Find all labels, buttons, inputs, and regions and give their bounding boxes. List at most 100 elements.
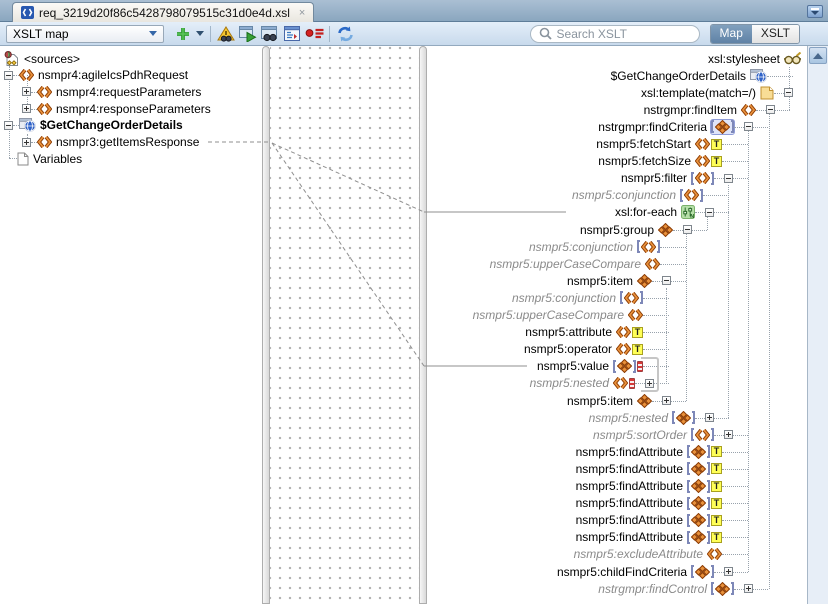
type-text-icon: T <box>711 531 722 543</box>
expand-icon[interactable] <box>724 430 733 440</box>
target-tree-node[interactable]: nstrgmpr:findControl <box>427 580 807 597</box>
repeat-bracket-icon <box>707 445 710 459</box>
target-tree-node[interactable]: nstrgmpr:findCriteria <box>427 118 807 135</box>
type-text-icon: T <box>711 463 722 475</box>
tree-guide-line <box>686 234 687 401</box>
test-map-button[interactable] <box>237 24 259 44</box>
svg-text:N: N <box>690 214 694 219</box>
collapse-icon[interactable] <box>744 122 753 132</box>
target-tree-node[interactable]: nsmpr5:item <box>427 392 807 409</box>
expand-icon[interactable] <box>724 567 733 576</box>
expand-icon[interactable] <box>22 137 31 147</box>
target-tree-node[interactable]: nsmpr5:childFindCriteria <box>427 563 807 580</box>
source-tree-node[interactable]: nsmpr4:agileIcsPdhRequest <box>4 67 188 84</box>
expand-icon[interactable] <box>22 104 31 114</box>
caret-icon <box>196 30 204 37</box>
collapse-icon[interactable] <box>705 207 714 217</box>
repeat-bracket-icon <box>613 359 616 373</box>
collapse-icon[interactable] <box>4 120 13 130</box>
search-input[interactable] <box>556 26 712 41</box>
source-tree-node[interactable]: nsmpr3:getItemsResponse <box>22 134 199 151</box>
target-tree-node[interactable]: nsmpr5:item <box>427 272 807 289</box>
toggle-xslt-button[interactable]: XSLT <box>751 24 799 43</box>
source-tree-node[interactable]: <sources> <box>4 50 80 67</box>
source-tree-node[interactable]: nsmpr4:requestParameters <box>22 83 201 100</box>
expand-icon[interactable] <box>744 584 753 594</box>
collapse-icon[interactable] <box>724 173 733 183</box>
tree-node-label: nstrgmpr:findControl <box>598 581 707 596</box>
document-tab[interactable]: req_3219d20f86c5428798079515c31d0e4d.xsl… <box>12 2 315 22</box>
refresh-button[interactable] <box>334 24 356 44</box>
target-tree-node[interactable]: nsmpr5:conjunction <box>427 238 807 255</box>
repeat-bracket-icon <box>711 582 714 596</box>
vertical-scrollbar[interactable] <box>807 46 828 604</box>
repeat-bracket-icon <box>687 530 690 544</box>
target-tree-node[interactable]: nsmpr5:excludeAttribute <box>427 546 807 563</box>
type-text-icon: T <box>711 480 722 492</box>
target-tree-node[interactable]: nsmpr5:nested <box>427 375 807 392</box>
repeat-bracket-icon <box>633 359 636 373</box>
target-tree-node[interactable]: xsl:stylesheet <box>427 50 807 67</box>
tab-list-chevron-button[interactable] <box>807 5 823 18</box>
target-tree-node[interactable]: nsmpr5:sortOrder <box>427 426 807 443</box>
tree-guide-line <box>769 114 770 589</box>
expand-icon[interactable] <box>645 378 654 388</box>
tree-node-label: nsmpr5:group <box>579 222 654 237</box>
map-type-select[interactable]: XSLT map <box>6 24 164 43</box>
target-tree-node[interactable]: xsl:template(match=/) <box>427 84 807 101</box>
tree-node-label: $GetChangeOrderDetails <box>40 118 183 133</box>
repeating-element-icon <box>691 461 706 476</box>
validate-map-button[interactable] <box>215 24 237 44</box>
source-tree-node[interactable]: $GetChangeOrderDetails <box>4 117 183 134</box>
repeat-bracket-icon <box>707 530 710 544</box>
source-tree-node[interactable]: nsmpr4:responseParameters <box>22 100 211 117</box>
collapse-icon[interactable] <box>766 105 775 115</box>
expand-icon[interactable] <box>705 413 714 423</box>
add-node-caret[interactable] <box>194 24 206 44</box>
scroll-up-button[interactable] <box>809 47 827 64</box>
collapse-icon[interactable] <box>662 276 671 286</box>
collapse-icon[interactable] <box>4 70 13 80</box>
target-tree-node[interactable]: nstrgmpr:findItem <box>427 101 807 118</box>
repeat-bracket-icon <box>707 513 710 527</box>
target-tree-node[interactable]: nsmpr5:conjunction <box>427 187 807 204</box>
collapse-icon[interactable] <box>683 225 692 234</box>
repeating-element-icon <box>617 359 632 374</box>
target-tree-node[interactable]: nsmpr5:conjunction <box>427 289 807 306</box>
breakpoints-button[interactable] <box>303 24 325 44</box>
target-tree-node[interactable]: nsmpr5:filter <box>427 170 807 187</box>
target-tree-node[interactable]: nsmpr5:group <box>427 221 807 238</box>
add-node-button[interactable] <box>172 24 194 44</box>
repeat-bracket-icon <box>640 291 643 305</box>
expand-icon[interactable] <box>662 396 671 405</box>
target-tree-node[interactable]: nsmpr5:value <box>427 358 807 375</box>
tree-node-label: <sources> <box>24 51 81 66</box>
tab-close-icon[interactable]: × <box>298 6 306 19</box>
repeat-bracket-icon <box>700 188 703 202</box>
webservice-icon <box>19 118 36 132</box>
map-window-button[interactable] <box>281 24 303 44</box>
report-button[interactable] <box>259 24 281 44</box>
toggle-map-button[interactable]: Map <box>710 24 752 43</box>
type-text-icon: T <box>711 497 722 509</box>
target-tree-node[interactable]: nsmpr5:upperCaseCompare <box>427 255 807 272</box>
target-tree-node[interactable]: nsmpr5:upperCaseCompare <box>427 307 807 324</box>
expand-icon[interactable] <box>22 87 31 97</box>
sources-icon <box>4 51 20 66</box>
target-tree-node[interactable]: nsmpr5:nested <box>427 409 807 426</box>
collapse-icon[interactable] <box>784 88 793 98</box>
refresh-icon <box>337 26 354 42</box>
target-tree-node[interactable]: $GetChangeOrderDetails <box>427 67 807 84</box>
source-tree-node[interactable]: Variables <box>17 150 82 167</box>
